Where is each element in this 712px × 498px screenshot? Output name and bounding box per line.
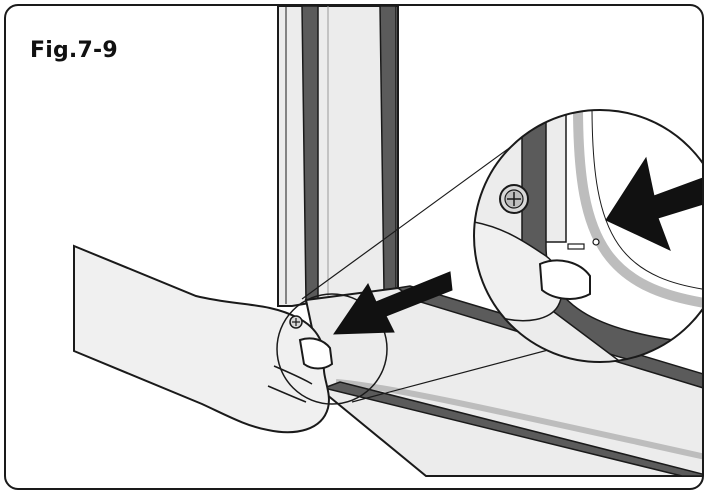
- vertical-frame-post: [277, 6, 399, 307]
- figure-label: Fig.7-9: [30, 38, 118, 63]
- installation-illustration: [73, 6, 702, 477]
- screw-icon: [289, 315, 303, 329]
- hand-icon: [73, 244, 334, 434]
- detail-circle-small: [276, 293, 388, 405]
- magnified-detail: [473, 109, 702, 363]
- arrow-icon: [333, 271, 453, 335]
- arrow-icon: [605, 156, 702, 251]
- figure-frame: Fig.7-9: [4, 4, 704, 490]
- screw-icon: [499, 184, 529, 214]
- detail-connector-line: [301, 145, 513, 300]
